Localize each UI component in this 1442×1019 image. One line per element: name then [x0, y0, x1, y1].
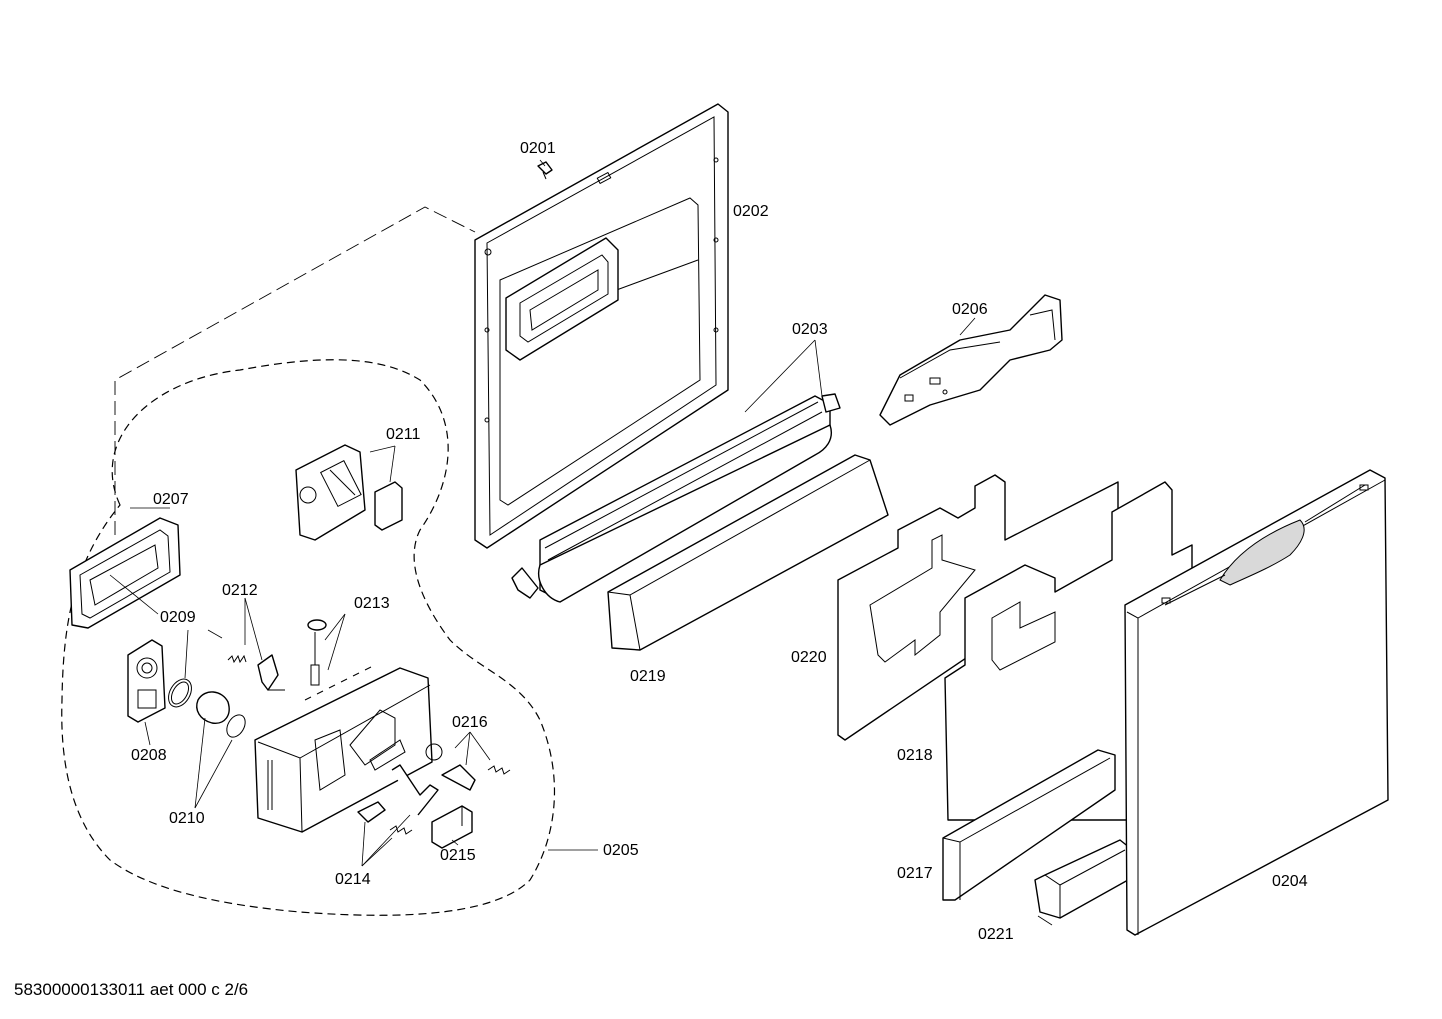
screw	[537, 161, 553, 180]
lever-parts-0214	[357, 764, 439, 835]
callout-0215: 0215	[440, 847, 476, 864]
dosing-cover-0208	[127, 639, 166, 723]
callout-0209: 0209	[160, 609, 196, 626]
callout-0203: 0203	[792, 321, 828, 338]
spring-0212	[227, 654, 285, 691]
group-guide-line	[114, 206, 476, 535]
callout-0211: 0211	[386, 426, 421, 443]
callout-0216: 0216	[452, 714, 488, 731]
trim-strip	[511, 393, 841, 603]
parts-0216	[425, 743, 511, 791]
callout-0206: 0206	[952, 301, 988, 318]
callout-0214: 0214	[335, 871, 371, 888]
callout-0219: 0219	[630, 668, 666, 685]
callout-0204: 0204	[1272, 873, 1308, 890]
filter-housing	[295, 444, 403, 541]
callout-0212: 0212	[222, 582, 258, 599]
assembly-group-boundary	[61, 359, 556, 916]
foam-strip	[942, 749, 1116, 901]
hinge-bracket	[879, 294, 1063, 426]
inner-door-panel	[474, 103, 729, 549]
callout-0220: 0220	[791, 649, 827, 666]
pin-0213	[307, 619, 327, 686]
callout-0208: 0208	[131, 747, 167, 764]
callout-0205: 0205	[603, 842, 639, 859]
callout-0210: 0210	[169, 810, 205, 827]
nozzle-0210	[196, 691, 246, 738]
drawing-reference-code: 58300000133011 aet 000 c 2/6	[14, 980, 249, 999]
callout-labels: 0201 0202 0203 0204 0205 0206 0207 0208 …	[131, 140, 1308, 943]
seal-ring-0209	[168, 678, 192, 708]
outer-door-panel	[1124, 469, 1389, 936]
switch-0215	[431, 805, 473, 849]
door-handle	[1034, 839, 1131, 919]
foam-block	[607, 454, 889, 651]
callout-0221: 0221	[978, 926, 1014, 943]
callout-0217: 0217	[897, 865, 933, 882]
callout-0218: 0218	[897, 747, 933, 764]
callout-0207: 0207	[153, 491, 189, 508]
callout-0213: 0213	[354, 595, 390, 612]
callout-0202: 0202	[733, 203, 769, 220]
gasket-frame	[69, 517, 181, 629]
dosing-unit-body	[254, 666, 433, 833]
callout-0201: 0201	[520, 140, 556, 157]
leader-lines	[109, 159, 1053, 926]
